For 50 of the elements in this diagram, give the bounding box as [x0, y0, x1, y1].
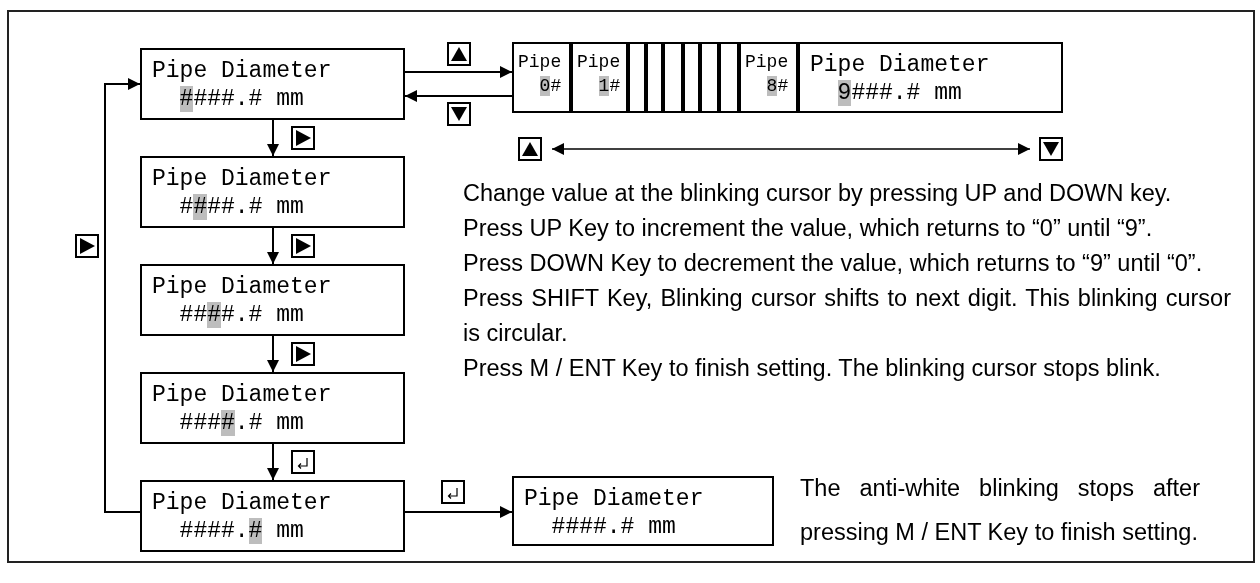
- display-value: 9###.# mm: [836, 79, 963, 107]
- display-title: Pipe Diameter: [152, 381, 333, 409]
- arrow: [267, 335, 279, 373]
- lcd-display-box: [512, 476, 774, 546]
- arrow: [404, 506, 513, 518]
- empty-display-box: [663, 42, 683, 113]
- display-title: Pipe Diameter: [524, 485, 705, 513]
- display-value: ####.# mm: [178, 517, 305, 545]
- display-title: Pipe: [518, 51, 563, 74]
- display-title: Pipe Diameter: [152, 57, 333, 85]
- lcd-display-box: [140, 480, 405, 552]
- instruction-text: Change value at the blinking cursor by pressing UP and DOWN key.: [463, 179, 1173, 208]
- display-title: Pipe: [577, 51, 622, 74]
- arrow: [404, 66, 513, 78]
- empty-display-box: [719, 42, 739, 113]
- instruction-text: Press UP Key to increment the value, which returns to “0” until “9”.: [463, 214, 1154, 243]
- display-title: Pipe Diameter: [152, 273, 333, 301]
- arrow: [267, 227, 279, 265]
- lcd-display-box: [512, 42, 571, 113]
- arrow: [267, 443, 279, 481]
- display-value: ####.# mm: [178, 409, 305, 437]
- display-value: ####.# mm: [550, 513, 677, 541]
- display-value: 8#: [765, 75, 790, 98]
- empty-display-box: [646, 42, 663, 113]
- display-title: Pipe Diameter: [152, 165, 333, 193]
- instruction-text: Press SHIFT Key, Blinking cursor shifts to next digit. This blinking cursor is circular.: [463, 284, 1231, 348]
- arrow: [267, 119, 279, 157]
- display-title: Pipe: [745, 51, 790, 74]
- arrow: [404, 90, 513, 102]
- instruction-text: Press M / ENT Key to finish setting. The blinking cursor stops blink.: [463, 354, 1162, 383]
- lcd-display-box: [798, 42, 1063, 113]
- display-value: ####.# mm: [178, 193, 305, 221]
- note-text: The anti-white blinking stops after pressing M / ENT Key to finish setting.: [800, 474, 1200, 547]
- display-value: 0#: [538, 75, 563, 98]
- empty-display-box: [683, 42, 700, 113]
- instruction-text: Press DOWN Key to decrement the value, which returns to “9” until “0”.: [463, 249, 1204, 278]
- display-value: ####.# mm: [178, 301, 305, 329]
- lcd-display-box: [739, 42, 798, 113]
- empty-display-box: [700, 42, 719, 113]
- display-title: Pipe Diameter: [810, 51, 991, 79]
- arrow: [104, 78, 141, 513]
- lcd-display-box: [140, 156, 405, 228]
- lcd-display-box: [140, 372, 405, 444]
- display-value: 1#: [597, 75, 622, 98]
- empty-display-box: [628, 42, 646, 113]
- lcd-display-box: [571, 42, 628, 113]
- lcd-display-box: [140, 48, 405, 120]
- display-title: Pipe Diameter: [152, 489, 333, 517]
- lcd-display-box: [140, 264, 405, 336]
- display-value: ####.# mm: [178, 85, 305, 113]
